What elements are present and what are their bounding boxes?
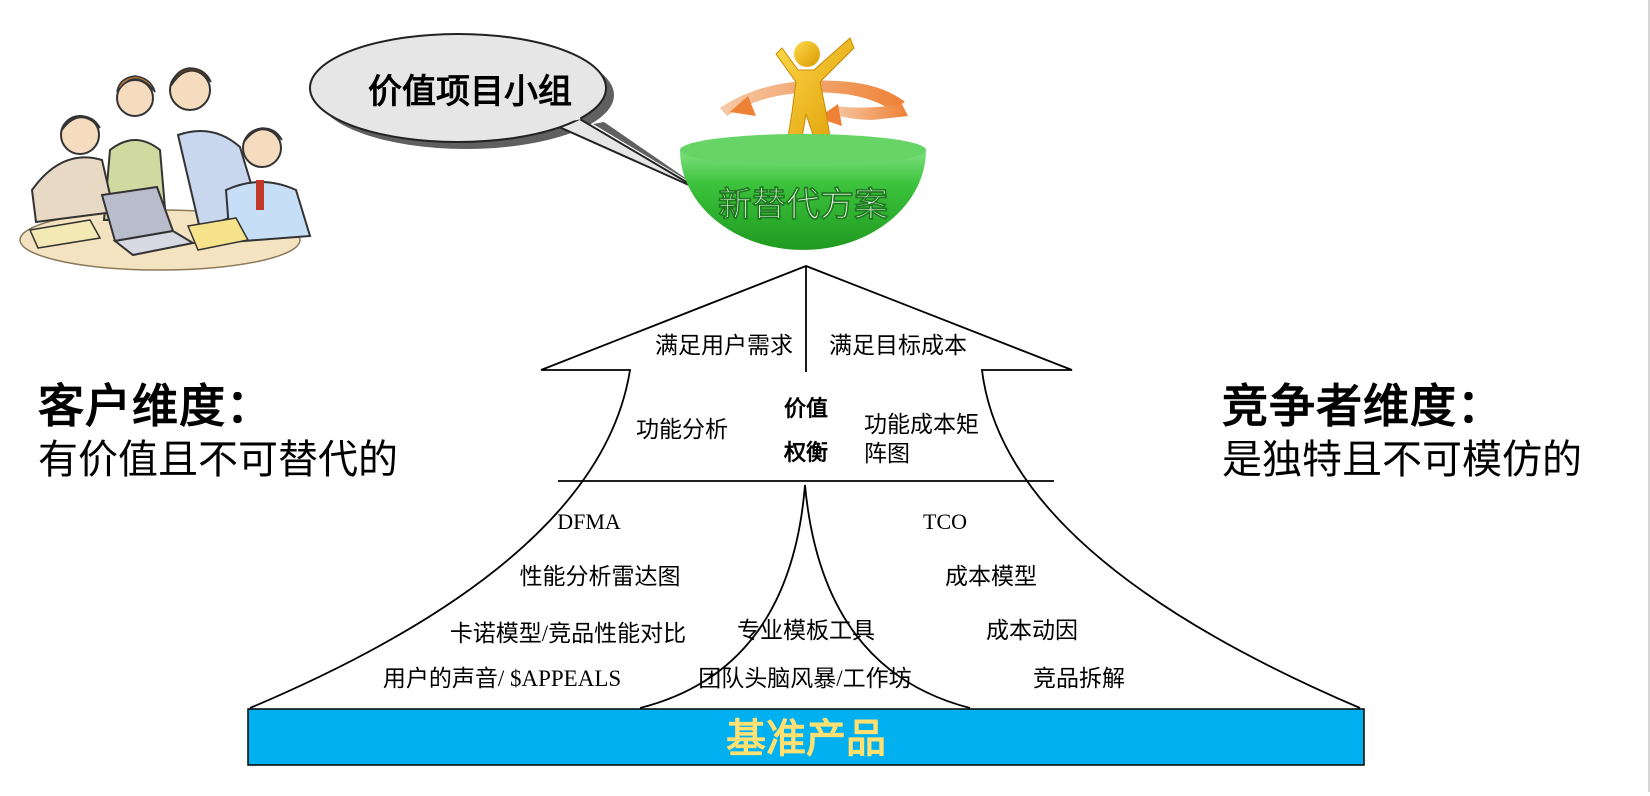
middle-right-line1: 功能成本矩 [864,412,979,437]
left-dimension-title: 客户维度： [38,379,273,433]
orbit-arrow-icon [720,80,905,116]
left-tool-item: 性能分析雷达图 [520,564,681,589]
right-tool-item: 成本动因 [986,618,1078,643]
top-node: 新替代方案 [680,37,926,250]
center-tool-item: 团队头脑风暴/工作坊 [698,666,911,691]
arrow-head-labels: 满足用户需求 满足目标成本 [655,333,967,358]
speech-bubble: 价值项目小组 [309,33,701,191]
base-bar-label: 基准产品 [726,716,886,762]
value-tree [249,265,1361,709]
left-tool-item: 用户的声音/ $APPEALS [383,666,621,691]
center-tools: 专业模板工具 团队头脑风暴/工作坊 [698,618,911,691]
page-edge-divider [1648,0,1650,792]
middle-band: 功能分析 价值 权衡 功能成本矩 阵图 [636,396,979,466]
middle-center-line2: 权衡 [783,440,828,465]
right-tool-item: 竞品拆解 [1033,666,1125,691]
left-tool-item: 卡诺模型/竞品性能对比 [450,621,686,646]
base-bar: 基准产品 [247,708,1365,766]
middle-left-label: 功能分析 [636,417,728,442]
left-dimension-subtitle: 有价值且不可替代的 [38,437,398,483]
right-tools: TCO 成本模型 成本动因 竞品拆解 [923,509,1125,691]
right-dimension-subtitle: 是独特且不可模仿的 [1222,437,1582,483]
left-tool-item: DFMA [557,509,621,534]
top-node-label: 新替代方案 [718,185,889,225]
left-tools: DFMA 性能分析雷达图 卡诺模型/竞品性能对比 用户的声音/ $APPEALS [383,509,686,691]
middle-right-line2: 阵图 [864,441,910,466]
middle-center-line1: 价值 [784,396,828,421]
arrow-top-left-label: 满足用户需求 [655,333,793,358]
arrow-top-right-label: 满足目标成本 [829,333,967,358]
right-tool-item: 成本模型 [945,564,1037,589]
team-illustration [19,67,312,271]
right-dimension-title: 竞争者维度： [1222,379,1504,433]
right-tool-item: TCO [923,509,967,534]
speech-bubble-label: 价值项目小组 [368,72,572,112]
center-tool-item: 专业模板工具 [737,618,875,643]
person-figure-icon [775,37,855,151]
